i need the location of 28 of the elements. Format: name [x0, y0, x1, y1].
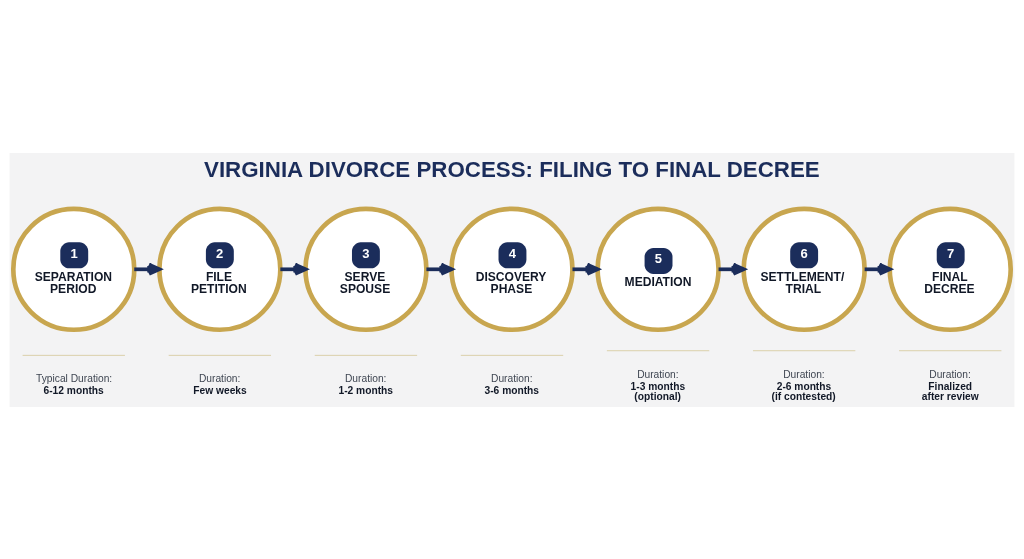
arrow [718, 262, 746, 276]
node-label: 6-12 months [43, 384, 104, 396]
node-label: Few weeks [193, 384, 247, 396]
node-circle: 2 FILE PETITION [157, 206, 283, 332]
node-label: Finalized after review [921, 380, 979, 402]
arrow [572, 262, 600, 276]
node-label: Duration: [344, 372, 387, 384]
node-circle: 7 FINAL DECREE [887, 206, 1014, 332]
node-label: Duration: [491, 372, 533, 384]
node-circle: 5 MEDIATION [595, 206, 721, 332]
arrow [134, 262, 162, 276]
arrow [426, 262, 454, 276]
node-circle: 1 SEPARATION PERIOD [10, 206, 137, 332]
diagram-title: VIRGINIA DIVORCE PROCESS: FILING TO FINAL DECREE [204, 156, 820, 182]
node-label: 1-2 months [338, 384, 393, 396]
node-circle: 3 SERVE SPOUSE [303, 206, 429, 332]
node-label: Duration: [929, 368, 971, 380]
arrow [280, 262, 308, 276]
arrow [864, 262, 892, 276]
node-label: Duration: [783, 368, 825, 380]
node-label: Duration: [198, 372, 241, 384]
node-circle: 6 SETTLEMENT/ TRIAL [741, 206, 867, 332]
node-label: 1-3 months (optional) [630, 380, 686, 402]
node-label: Duration: [637, 368, 679, 380]
node-circle: 4 DISCOVERY PHASE [449, 206, 575, 332]
node-label: 2-6 months (if contested) [771, 380, 836, 402]
node-label: Typical Duration: [36, 372, 113, 384]
node-label: 3-6 months [484, 384, 540, 396]
